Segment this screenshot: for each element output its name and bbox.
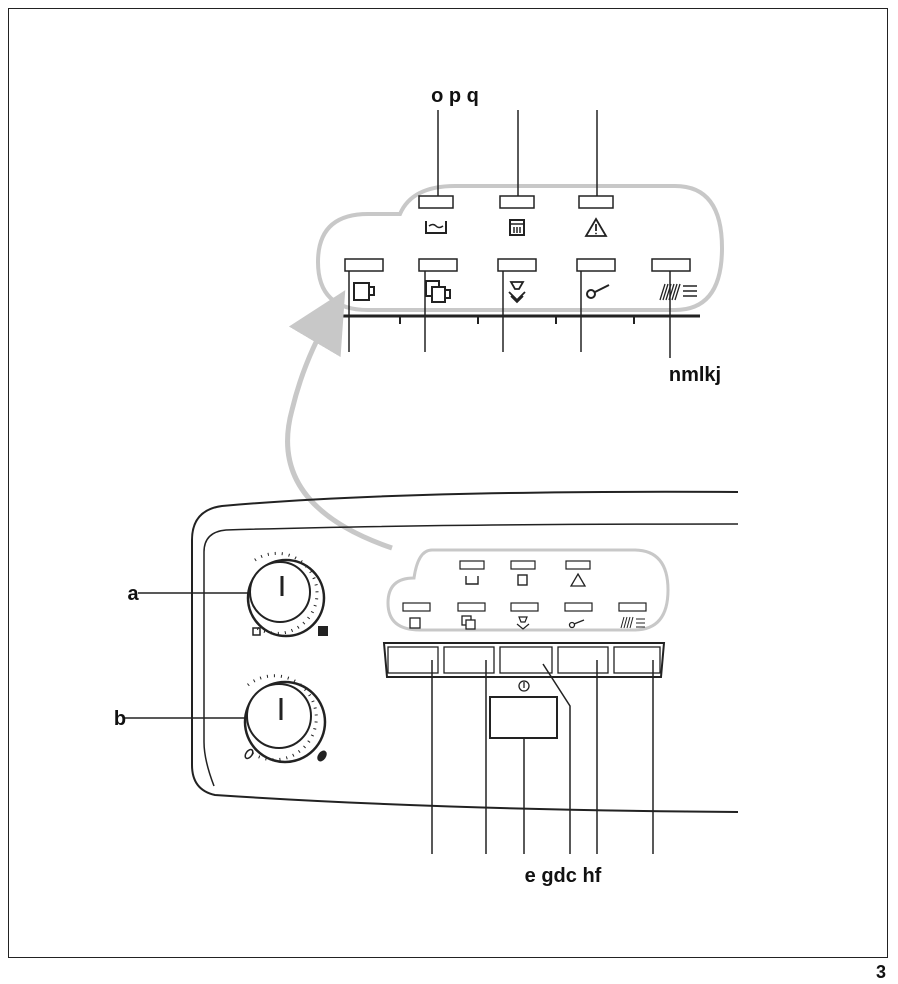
button-m[interactable] xyxy=(443,646,495,674)
magnify-arrow xyxy=(285,290,393,551)
small-panel-outline xyxy=(386,548,670,632)
power-switch[interactable] xyxy=(489,696,558,739)
led-q xyxy=(578,195,614,209)
button-l[interactable] xyxy=(499,646,553,674)
small-panel xyxy=(386,548,670,632)
descale-icon xyxy=(586,284,610,299)
large-cup-icon xyxy=(318,626,328,636)
led-m xyxy=(418,258,458,272)
power-symbol-icon xyxy=(518,680,530,692)
machine-front: a b xyxy=(114,490,739,854)
button-bar-outline xyxy=(382,642,666,678)
button-k[interactable] xyxy=(557,646,609,674)
led-l xyxy=(497,258,537,272)
small-cup-icon xyxy=(252,627,261,636)
button-n[interactable] xyxy=(387,646,439,674)
label-opq: o p q xyxy=(431,85,479,107)
led-p xyxy=(499,195,535,209)
machine-outer-outline xyxy=(191,490,739,813)
button-bar xyxy=(382,642,666,678)
leader-line-c xyxy=(542,663,571,854)
led-o xyxy=(418,195,454,209)
coffee-grounds-icon xyxy=(509,219,525,236)
led-j xyxy=(651,258,691,272)
button-j[interactable] xyxy=(613,646,661,674)
steam-icon xyxy=(508,281,526,304)
weak-bean-icon xyxy=(244,748,254,760)
figure-frame xyxy=(8,8,888,958)
label-egdchf: e gdc hf xyxy=(525,865,602,887)
label-b: b xyxy=(114,708,126,730)
warning-icon xyxy=(584,217,608,237)
led-k xyxy=(576,258,616,272)
water-tank-icon xyxy=(425,221,447,234)
machine-inner-outline xyxy=(203,523,739,787)
strong-bean-icon xyxy=(317,750,327,762)
page-number: 3 xyxy=(876,962,886,982)
label-nmlkj: nmlkj xyxy=(669,364,721,386)
dial-b[interactable] xyxy=(243,674,329,764)
led-n xyxy=(344,258,384,272)
label-a: a xyxy=(127,583,139,605)
enlarged-panel xyxy=(315,110,725,358)
dial-a[interactable] xyxy=(246,551,328,638)
dial-a-scale xyxy=(254,551,319,635)
single-cup-icon xyxy=(353,282,375,301)
rinse-icon xyxy=(659,283,697,301)
double-cup-icon xyxy=(425,280,451,303)
